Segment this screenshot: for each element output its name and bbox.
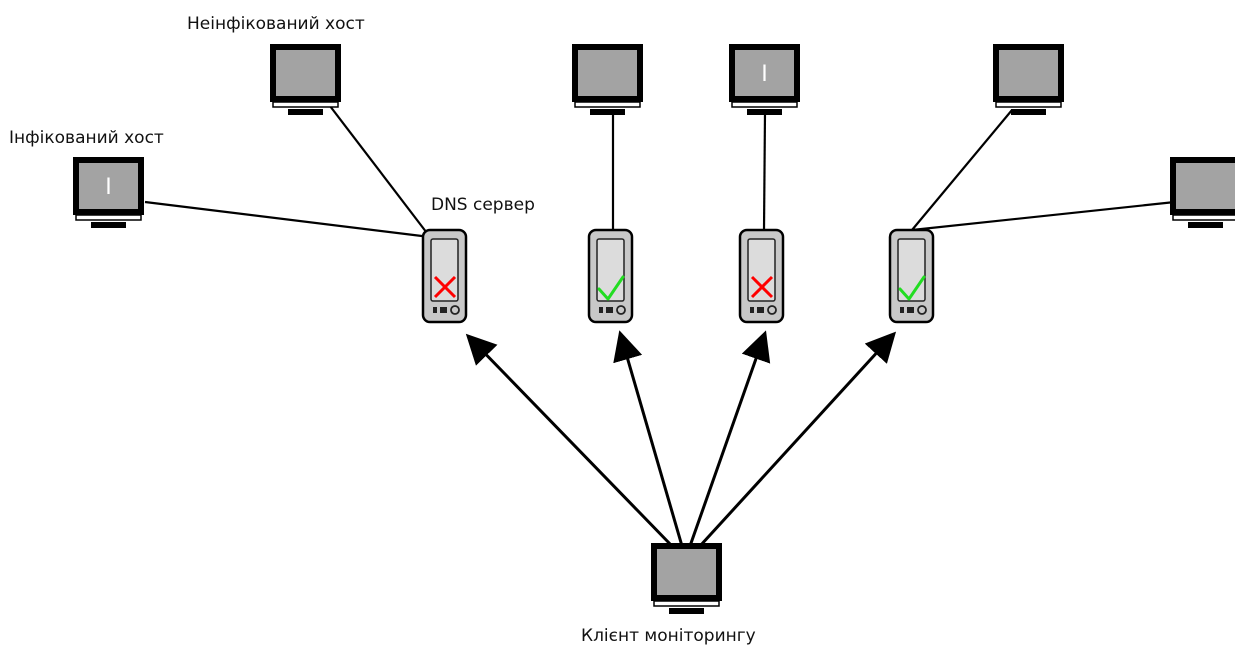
server-icon bbox=[587, 228, 634, 324]
link-server-4-host-5 bbox=[911, 109, 1013, 231]
connections bbox=[144, 105, 1176, 239]
link-server-1-host-2 bbox=[329, 105, 431, 238]
cross-icon bbox=[750, 275, 774, 299]
host-3 bbox=[572, 44, 643, 115]
monitor-icon bbox=[73, 157, 144, 228]
infected-host-label: Інфікований хост bbox=[9, 128, 164, 148]
server-icon bbox=[738, 228, 785, 324]
check-icon bbox=[898, 275, 926, 301]
infected-marker: I bbox=[761, 62, 768, 87]
server-1 bbox=[421, 228, 468, 324]
host-5 bbox=[993, 44, 1064, 115]
arrow-to-server-2 bbox=[613, 330, 684, 547]
check-icon bbox=[597, 275, 625, 301]
host-2 bbox=[270, 44, 341, 115]
monitoring-arrows bbox=[465, 330, 897, 548]
arrow-to-server-1 bbox=[465, 333, 674, 548]
server-3 bbox=[738, 228, 785, 324]
link-server-3-host-4 bbox=[762, 111, 767, 231]
monitor-icon bbox=[270, 44, 341, 115]
arrow-to-server-4 bbox=[698, 331, 897, 548]
infected-marker: I bbox=[105, 175, 112, 200]
link-server-4-host-6 bbox=[911, 200, 1176, 232]
host-1: I bbox=[73, 157, 144, 228]
server-icon bbox=[888, 228, 935, 324]
server-4 bbox=[888, 228, 935, 324]
dns-server-label: DNS сервер bbox=[431, 195, 535, 215]
monitor-icon bbox=[572, 44, 643, 115]
monitor-icon bbox=[651, 543, 722, 614]
host-6 bbox=[1170, 157, 1235, 228]
arrow-to-server-3 bbox=[688, 330, 771, 547]
monitoring-client-label: Клієнт моніторингу bbox=[581, 626, 756, 646]
link-server-1-host-1 bbox=[144, 200, 431, 239]
monitor-icon bbox=[993, 44, 1064, 115]
monitoring-client bbox=[651, 543, 722, 614]
uninfected-host-label: Неінфікований хост bbox=[187, 14, 365, 34]
server-icon bbox=[421, 228, 468, 324]
monitor-icon bbox=[729, 44, 800, 115]
server-2 bbox=[587, 228, 634, 324]
monitor-icon bbox=[1170, 157, 1235, 228]
cross-icon bbox=[433, 275, 457, 299]
host-4: I bbox=[729, 44, 800, 115]
